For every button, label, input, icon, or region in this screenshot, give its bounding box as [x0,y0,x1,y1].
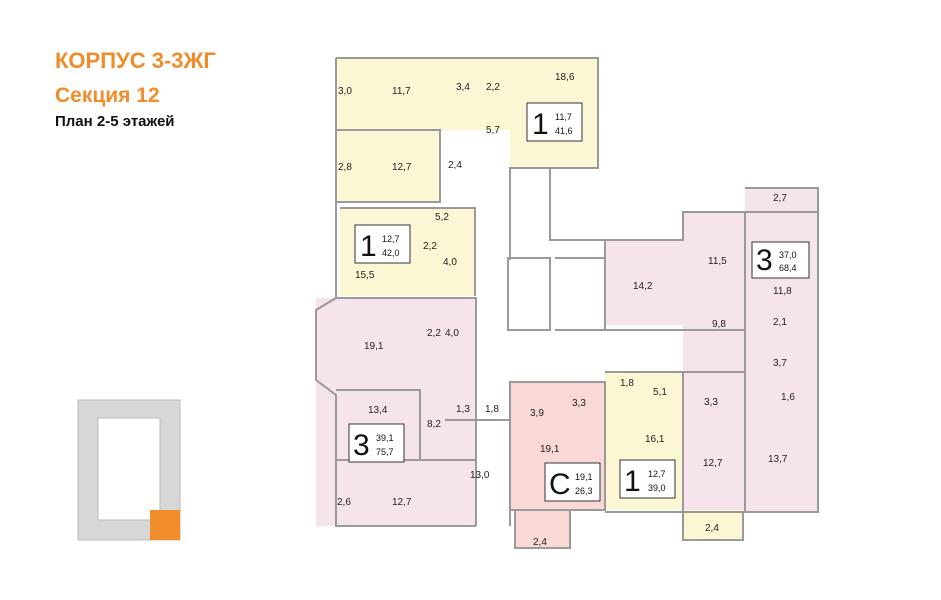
room-area: 1,6 [781,392,795,403]
room-area: 5,2 [435,212,449,223]
room-area: 14,2 [633,281,653,292]
apartment-box [619,459,676,499]
room-area: 13,0 [470,470,490,481]
apartment-living-area: 37,0 [779,250,797,260]
room-area: 3,4 [456,82,470,93]
apartment-total-area: 42,0 [382,248,400,258]
room-area: 3,9 [530,408,544,419]
apartment-total-area: 26,3 [575,486,593,496]
apartment-living-area: 19,1 [575,472,593,482]
room-area: 5,1 [653,387,667,398]
floor-plan-subtitle: План 2-5 этажей [55,113,175,130]
room-area: 2,6 [337,497,351,508]
room-area: 1,3 [456,404,470,415]
apartment-rooms: 3 [756,244,773,277]
apartment-living-area: 11,7 [555,112,572,122]
room-area: 16,1 [645,434,665,445]
room-area: 3,3 [704,397,718,408]
apartment-rooms: 3 [353,429,370,462]
walls [315,57,819,549]
room-area: 19,1 [540,444,560,455]
apartment-living-area: 12,7 [382,234,400,244]
room-area: 4,0 [445,328,459,339]
room-area: 3,0 [338,86,352,97]
apartment-rooms: С [549,468,571,501]
room-area: 1,8 [620,378,634,389]
room-area: 2,1 [773,317,787,328]
apartment-boxes [348,102,810,502]
balcony [683,510,743,540]
room-area: 12,7 [392,162,412,173]
room-area: 12,7 [703,458,723,469]
room-area: 2,2 [486,82,500,93]
room-area: 11,8 [773,286,792,297]
room-area: 11,7 [392,86,411,97]
room-area: 2,7 [773,193,787,204]
room-area: 15,5 [355,270,375,281]
apartment-rooms: 1 [532,108,549,141]
apartment-box [526,102,583,142]
apartment-labels: 1 11,7 41,6 1 12,7 42,0 3 37,0 68,4 3 39… [353,108,797,501]
room-area: 2,4 [705,523,719,534]
apartment-box [354,224,411,264]
apartment-box [348,423,405,463]
balcony [515,510,570,548]
room-area: 3,7 [773,358,787,369]
key-plan-section-highlight [150,510,180,540]
room-area: 2,4 [533,537,547,548]
room-area: 13,7 [768,454,788,465]
room-area: 3,3 [572,398,586,409]
apartment-box [751,241,810,279]
room-area: 12,7 [392,497,412,508]
unit-fill [336,58,360,130]
apartment-living-area: 39,1 [376,433,394,443]
apartment-box [544,462,601,502]
unit-fill [360,130,440,202]
unit-fill [745,188,817,212]
room-area: 9,8 [712,319,726,330]
room-area: 13,4 [368,405,388,416]
unit-fill [336,130,360,202]
apartment-rooms: 1 [624,465,641,498]
room-area-labels: 3,0 11,7 3,4 2,2 18,6 5,7 2,8 12,7 2,4 5… [337,72,795,548]
room-area: 4,0 [443,257,457,268]
room-area: 2,2 [423,241,437,252]
room-area: 1,8 [485,404,499,415]
room-area: 8,2 [427,419,441,430]
room-area: 5,7 [486,125,500,136]
room-area: 2,2 [427,328,441,339]
room-area: 2,8 [338,162,352,173]
apartment-total-area: 75,7 [376,447,394,457]
apartment-total-area: 41,6 [555,126,573,136]
room-area: 18,6 [555,72,575,83]
unit-fill [360,58,510,130]
apartment-rooms: 1 [360,230,377,263]
key-plan-outline [77,399,181,541]
apartment-living-area: 12,7 [648,469,666,479]
room-area: 11,5 [708,256,727,267]
building-title: КОРПУС 3-3ЖГ [55,48,216,73]
room-area: 2,4 [448,160,462,171]
apartment-total-area: 39,0 [648,483,666,493]
apartment-total-area: 68,4 [779,263,797,273]
section-title: Секция 12 [55,84,160,107]
room-area: 19,1 [364,341,384,352]
unit-fill [316,298,476,526]
